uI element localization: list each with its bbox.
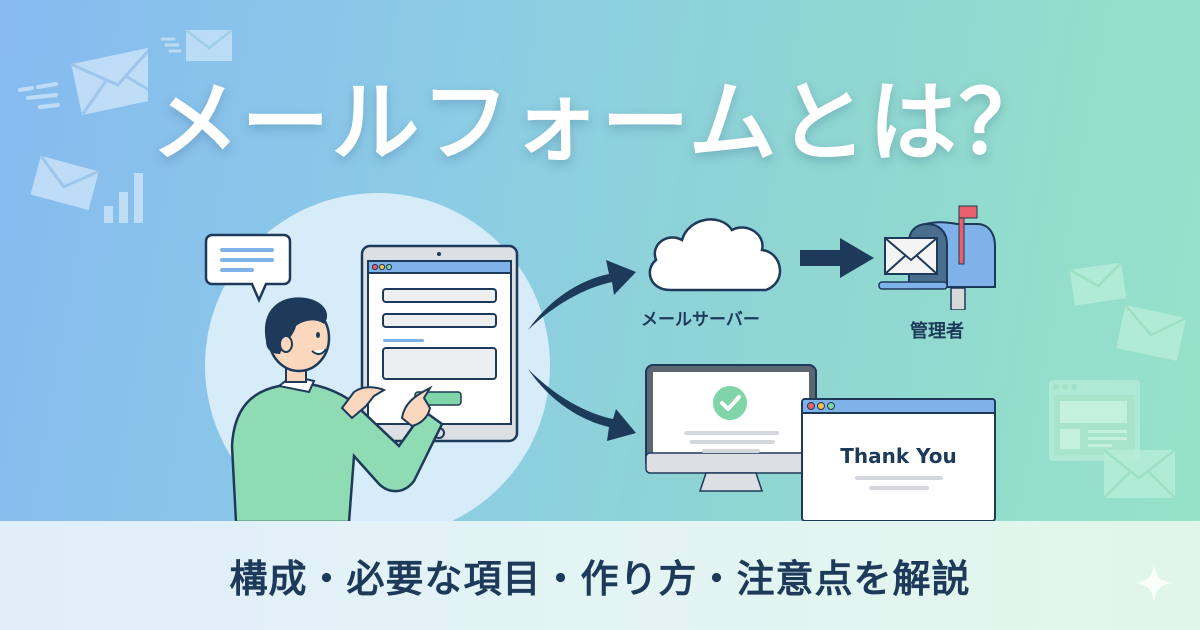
decorative-envelope-icon [1116,305,1187,361]
decorative-bar-chart-icon [104,173,143,223]
mailbox-icon [878,205,996,310]
speech-bubble-icon [204,233,292,304]
tablet-form-icon [360,244,519,443]
window-maximize-dot [827,402,835,410]
window-titlebar [803,400,994,414]
decorative-envelope-icon [1069,262,1127,306]
window-close-dot [807,402,815,410]
cloud-icon [648,218,782,292]
text-line-placeholder [869,486,929,490]
window-minimize-dot [817,402,825,410]
text-line-placeholder [855,476,943,480]
decorative-webpage-icon [1049,380,1140,461]
curved-arrow-up-icon [528,260,636,330]
straight-arrow-right-icon [800,238,874,278]
sparkle-icon [1135,564,1173,602]
thank-you-window: Thank You [801,398,996,522]
thank-you-text: Thank You [840,444,957,468]
decorative-envelope-icon [18,46,148,116]
admin-label: 管理者 [910,321,964,342]
monitor-success-icon [645,364,817,492]
mail-server-label: メールサーバー [641,310,760,330]
subtitle-band [0,521,1200,630]
page-subtitle: 構成・必要な項目・作り方・注意点を解説 [229,557,971,601]
page-title: メールフォームとは？ [151,71,1049,174]
curved-arrow-down-icon [528,369,636,441]
decorative-envelope-icon [30,155,100,210]
decorative-envelope-small-icon [160,29,233,61]
decorative-envelope-icon [1103,449,1176,499]
person-illustration [230,297,444,522]
